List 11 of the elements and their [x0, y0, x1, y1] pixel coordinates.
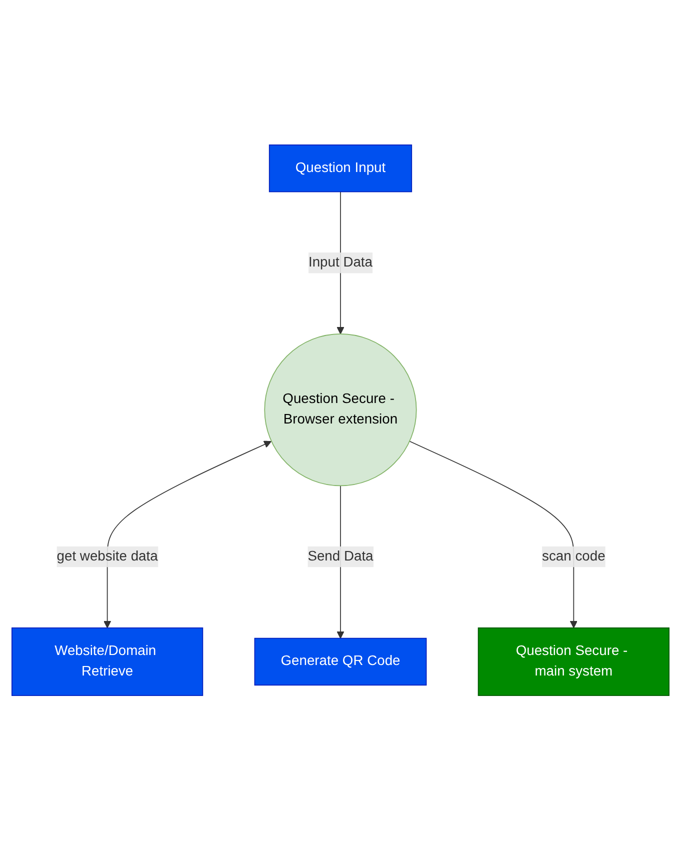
- node-circle: Question Secure - Browser extension: [264, 334, 417, 486]
- node-box: Question Secure - main system: [478, 628, 670, 696]
- node-box: Generate QR Code: [254, 638, 427, 686]
- arrow: [104, 441, 272, 628]
- node-box: Website/Domain Retrieve: [12, 628, 204, 696]
- edge-label: scan code: [542, 549, 606, 564]
- arrow: [409, 441, 578, 628]
- edge-label: Input Data: [308, 255, 372, 270]
- edge-label: get website data: [56, 549, 158, 564]
- node-box: Question Input: [268, 144, 412, 192]
- edge-label: Send Data: [308, 549, 374, 564]
